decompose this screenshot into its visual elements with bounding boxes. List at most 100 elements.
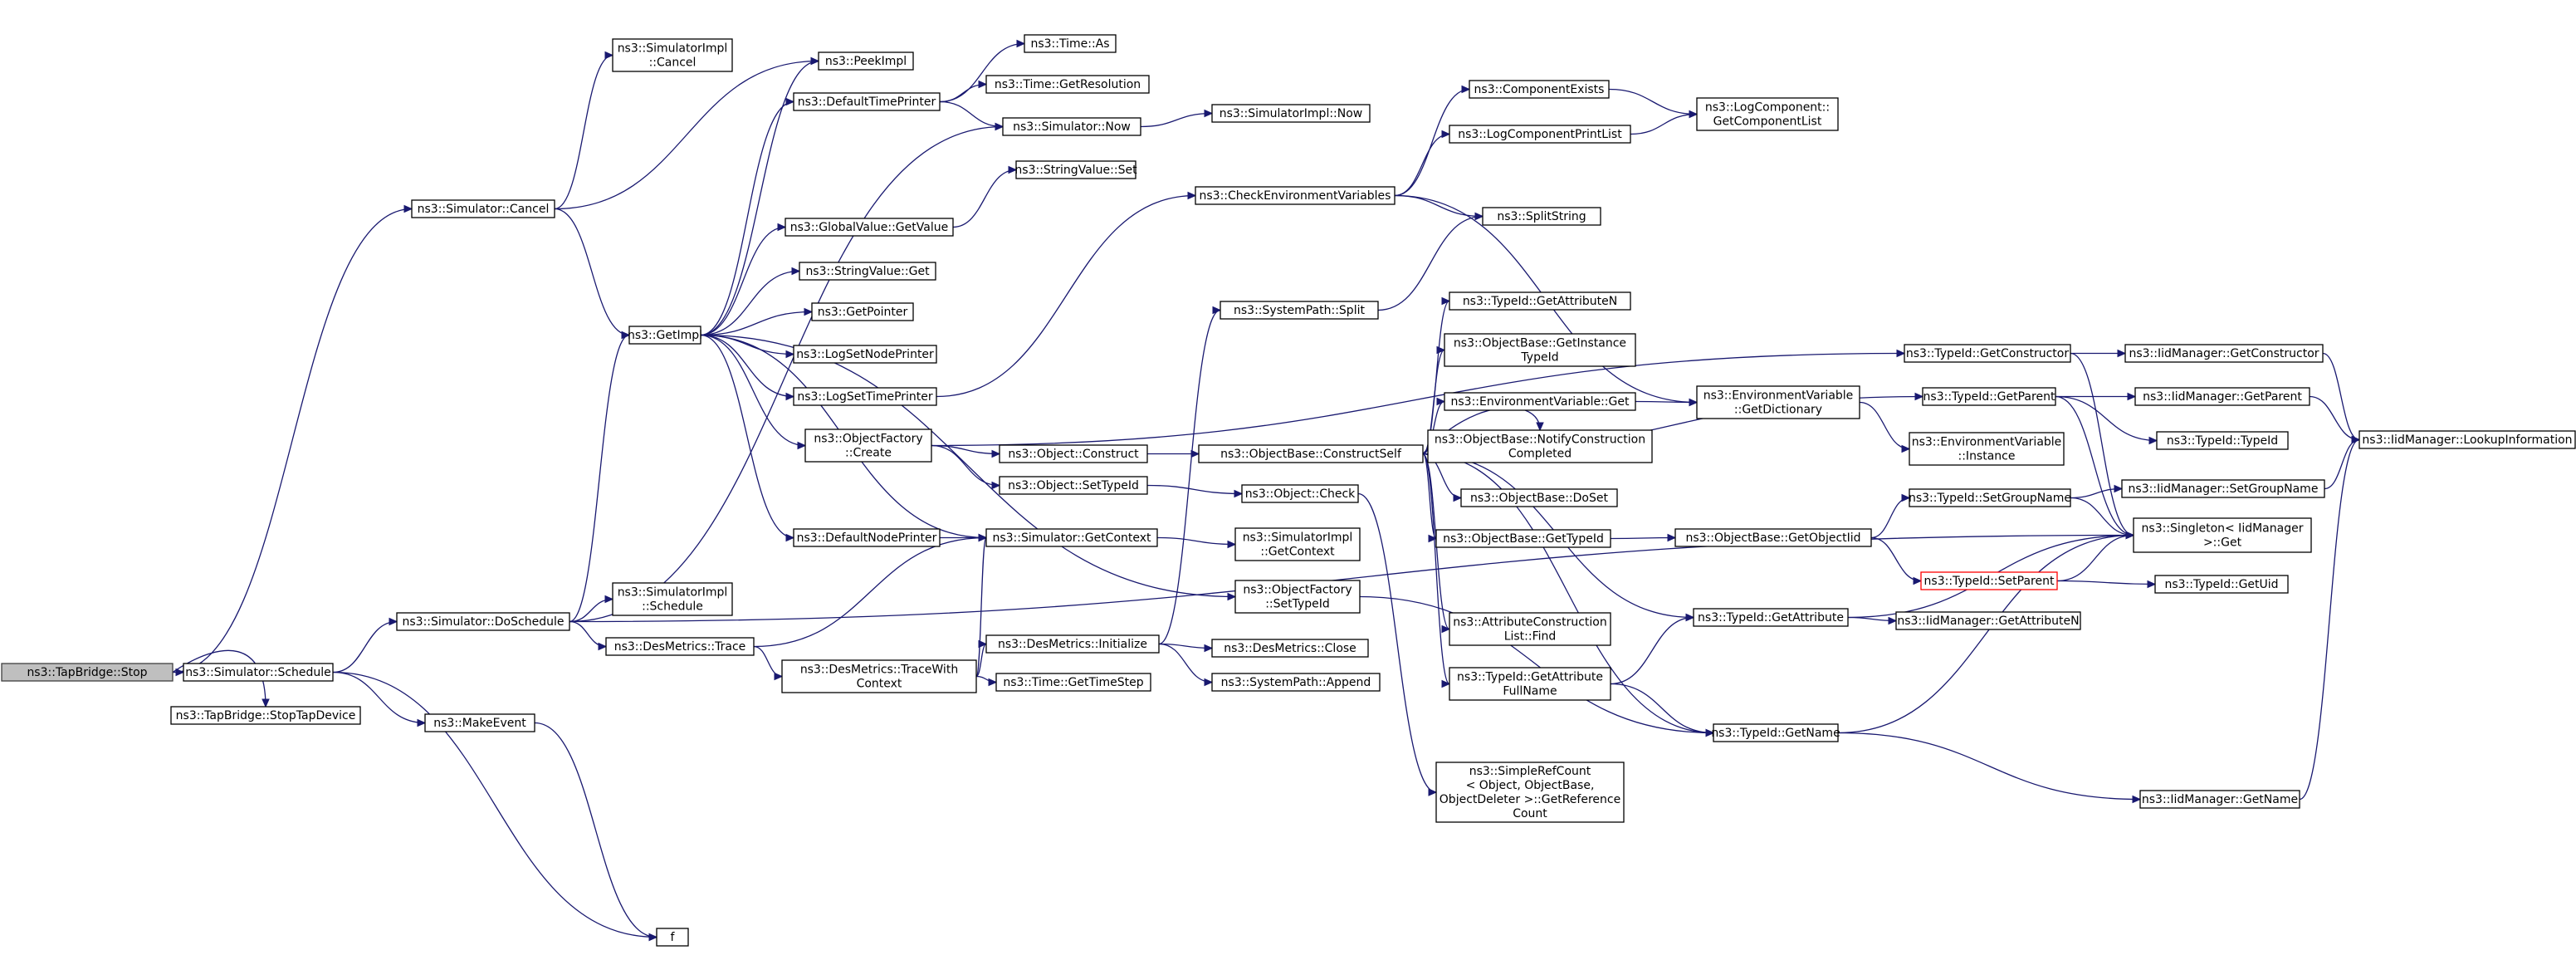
node-box-makeevent[interactable]: [424, 713, 535, 732]
node-iidmgrgetconstructor[interactable]: ns3::IidManager::GetConstructor: [2124, 344, 2324, 363]
node-iidmgrsetgroupname[interactable]: ns3::IidManager::SetGroupName: [2121, 479, 2325, 498]
node-box-iidmgrgetparent[interactable]: [2134, 387, 2310, 406]
node-box-doschedule[interactable]: [396, 612, 570, 631]
node-implnow[interactable]: ns3::SimulatorImpl::Now: [1211, 104, 1371, 123]
node-box-tidsetparent[interactable]: [1920, 571, 2058, 590]
node-getpointer[interactable]: ns3::GetPointer: [811, 302, 914, 321]
node-box-stop[interactable]: [1, 663, 174, 682]
node-desminit[interactable]: ns3::DesMetrics::Initialize: [985, 634, 1160, 654]
node-box-singletonget[interactable]: [2133, 517, 2312, 553]
node-box-lognodeprinter[interactable]: [793, 345, 937, 364]
node-box-compexists[interactable]: [1469, 80, 1610, 99]
node-tidgetname[interactable]: ns3::TypeId::GetName: [1711, 723, 1840, 742]
node-logcompprintlist[interactable]: ns3::LogComponentPrintList: [1449, 125, 1631, 144]
node-tidgetparent[interactable]: ns3::TypeId::GetParent: [1922, 387, 2056, 406]
node-tidgetattribute[interactable]: ns3::TypeId::GetAttribute: [1693, 608, 1849, 627]
node-objfactcreate[interactable]: ns3::ObjectFactory::Create: [804, 429, 932, 463]
node-box-tidgetattrn[interactable]: [1449, 291, 1631, 311]
node-box-objbasegetinsttid[interactable]: [1444, 333, 1636, 367]
node-iidmgrgetparent[interactable]: ns3::IidManager::GetParent: [2134, 387, 2310, 406]
node-box-envvarget[interactable]: [1444, 392, 1636, 411]
node-iidmgrlookup[interactable]: ns3::IidManager::LookupInformation: [2358, 430, 2576, 449]
node-stoptap[interactable]: ns3::TapBridge::StopTapDevice: [170, 706, 361, 725]
node-box-simgetcontext[interactable]: [985, 528, 1158, 547]
node-box-stringvalueget[interactable]: [799, 262, 936, 281]
node-box-tidsetgroupname[interactable]: [1909, 488, 2071, 507]
node-box-getpointer[interactable]: [811, 302, 914, 321]
node-box-tidtypeid[interactable]: [2156, 431, 2289, 450]
node-objbasegettypeid[interactable]: ns3::ObjectBase::GetTypeId: [1435, 529, 1611, 548]
node-compexists[interactable]: ns3::ComponentExists: [1469, 80, 1610, 99]
node-envvarinstance[interactable]: ns3::EnvironmentVariable::Instance: [1909, 432, 2065, 466]
node-box-implnow[interactable]: [1211, 104, 1371, 123]
node-syspathappend[interactable]: ns3::SystemPath::Append: [1211, 673, 1381, 692]
node-globalgetvalue[interactable]: ns3::GlobalValue::GetValue: [785, 218, 954, 237]
node-timegetres[interactable]: ns3::Time::GetResolution: [985, 75, 1150, 94]
node-objsettypeid[interactable]: ns3::Object::SetTypeId: [999, 476, 1148, 495]
node-tidgetattrn[interactable]: ns3::TypeId::GetAttributeN: [1449, 291, 1631, 311]
node-box-tidgetattribute[interactable]: [1693, 608, 1849, 627]
node-getimpl[interactable]: ns3::GetImpl: [628, 326, 702, 345]
node-objconstruct[interactable]: ns3::Object::Construct: [999, 444, 1148, 463]
node-desmclose[interactable]: ns3::DesMetrics::Close: [1211, 639, 1369, 658]
node-impl_schedule[interactable]: ns3::SimulatorImpl::Schedule: [612, 582, 733, 616]
node-box-tidgetuid[interactable]: [2154, 575, 2289, 594]
node-box-iidmgrgetattrn[interactable]: [1895, 611, 2081, 630]
node-tidsetgroupname[interactable]: ns3::TypeId::SetGroupName: [1909, 488, 2071, 507]
node-timeas[interactable]: ns3::Time::As: [1024, 34, 1117, 53]
node-box-deftimeprinter[interactable]: [793, 92, 941, 111]
node-box-stringvalueset[interactable]: [1015, 160, 1136, 179]
node-box-impl_cancel[interactable]: [612, 38, 733, 72]
node-box-desmclose[interactable]: [1211, 639, 1369, 658]
node-box-logtimeprinter[interactable]: [793, 387, 937, 406]
node-tidsetparent[interactable]: ns3::TypeId::SetParent: [1920, 571, 2058, 590]
node-peekimpl[interactable]: ns3::PeekImpl: [818, 51, 914, 71]
node-impl_cancel[interactable]: ns3::SimulatorImpl::Cancel: [612, 38, 733, 72]
node-objbasedoset[interactable]: ns3::ObjectBase::DoSet: [1460, 488, 1618, 507]
node-box-checkenv[interactable]: [1195, 186, 1396, 205]
node-box-timegetres[interactable]: [985, 75, 1150, 94]
node-stringvalueset[interactable]: ns3::StringValue::Set: [1014, 160, 1137, 179]
node-box-timeas[interactable]: [1024, 34, 1117, 53]
node-objcheck[interactable]: ns3::Object::Check: [1241, 484, 1359, 503]
node-objbasegetobjtid[interactable]: ns3::ObjectBase::GetObjectIid: [1674, 528, 1872, 547]
node-objbasenotify[interactable]: ns3::ObjectBase::NotifyConstructionCompl…: [1427, 429, 1653, 463]
node-box-sim_cancel[interactable]: [411, 199, 555, 218]
node-desmtrace[interactable]: ns3::DesMetrics::Trace: [605, 637, 755, 656]
node-box-attrconstrfind[interactable]: [1449, 612, 1611, 646]
node-box-splitstring[interactable]: [1482, 207, 1601, 226]
node-box-desmtracewc[interactable]: [781, 659, 977, 693]
node-box-sim_schedule[interactable]: [183, 663, 334, 682]
node-box-envvarinstance[interactable]: [1909, 432, 2065, 466]
node-splitstring[interactable]: ns3::SplitString: [1482, 207, 1601, 226]
node-defnodeprinter[interactable]: ns3::DefaultNodePrinter: [793, 528, 941, 547]
node-box-tidgetattrfull[interactable]: [1449, 667, 1611, 701]
node-checkenv[interactable]: ns3::CheckEnvironmentVariables: [1195, 186, 1396, 205]
node-iidmgrgetattrn[interactable]: ns3::IidManager::GetAttributeN: [1895, 611, 2081, 630]
node-box-iidmgrsetgroupname[interactable]: [2121, 479, 2325, 498]
node-deftimeprinter[interactable]: ns3::DefaultTimePrinter: [793, 92, 941, 111]
node-box-envvargetdict[interactable]: [1696, 385, 1860, 419]
node-doschedule[interactable]: ns3::Simulator::DoSchedule: [396, 612, 570, 631]
node-box-iidmgrgetconstructor[interactable]: [2124, 344, 2324, 363]
node-box-logcompprintlist[interactable]: [1449, 125, 1631, 144]
node-box-peekimpl[interactable]: [818, 51, 914, 71]
node-box-impl_schedule[interactable]: [612, 582, 733, 616]
node-syspathsplit[interactable]: ns3::SystemPath::Split: [1220, 301, 1379, 320]
node-box-f[interactable]: [656, 928, 689, 947]
node-box-objbasenotify[interactable]: [1427, 429, 1653, 463]
node-box-desminit[interactable]: [985, 634, 1160, 654]
node-box-objfactcreate[interactable]: [804, 429, 932, 463]
node-box-objfactsettypeid[interactable]: [1234, 580, 1361, 614]
node-box-objbasedoset[interactable]: [1460, 488, 1618, 507]
node-box-logcompgetlist[interactable]: [1696, 97, 1839, 131]
node-box-timegetstep[interactable]: [995, 673, 1151, 692]
node-tidtypeid[interactable]: ns3::TypeId::TypeId: [2156, 431, 2289, 450]
node-box-defnodeprinter[interactable]: [793, 528, 941, 547]
node-box-tidgetname[interactable]: [1713, 723, 1839, 742]
node-f[interactable]: f: [656, 928, 689, 947]
node-box-syspathappend[interactable]: [1211, 673, 1381, 692]
node-box-objsettypeid[interactable]: [999, 476, 1148, 495]
